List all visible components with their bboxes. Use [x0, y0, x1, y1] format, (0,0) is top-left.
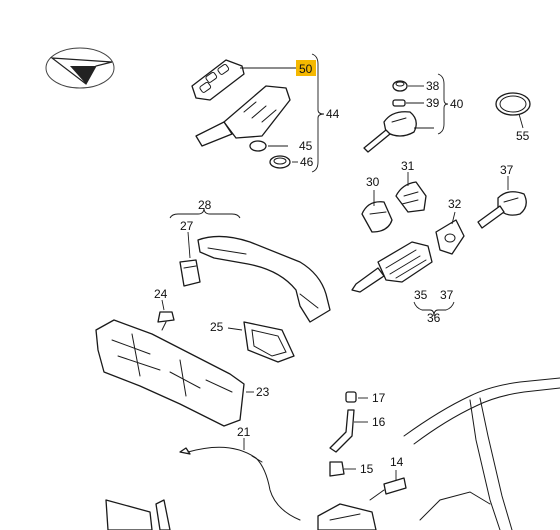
bolt-17[interactable] — [345, 391, 357, 403]
lock-mechanism — [317, 503, 377, 530]
nut-15[interactable] — [329, 461, 345, 477]
gasket-25[interactable] — [243, 321, 295, 363]
cap-27[interactable] — [179, 259, 201, 287]
highlight-50 — [296, 60, 316, 76]
label-36[interactable]: 36 — [427, 311, 441, 325]
label-37-key[interactable]: 37 — [500, 163, 514, 177]
compass-logo — [45, 47, 115, 89]
rod-16[interactable] — [329, 409, 355, 453]
label-40[interactable]: 40 — [450, 97, 464, 111]
battery-46[interactable] — [269, 155, 291, 169]
label-14[interactable]: 14 — [390, 455, 404, 469]
label-21[interactable]: 21 — [237, 425, 251, 439]
part-32[interactable] — [435, 219, 465, 255]
part-30[interactable] — [361, 201, 393, 233]
label-32[interactable]: 32 — [448, 197, 462, 211]
part-31[interactable] — [395, 181, 427, 213]
door-frame — [403, 377, 560, 530]
label-16[interactable]: 16 — [372, 415, 386, 429]
label-23[interactable]: 23 — [256, 385, 270, 399]
label-25[interactable]: 25 — [210, 320, 224, 334]
label-37-cylinder[interactable]: 37 — [440, 288, 454, 302]
label-28[interactable]: 28 — [198, 198, 212, 212]
lock-cylinder-36[interactable] — [351, 241, 433, 293]
label-38[interactable]: 38 — [426, 79, 440, 93]
part-14[interactable] — [369, 477, 407, 501]
label-31[interactable]: 31 — [401, 159, 415, 173]
label-15[interactable]: 15 — [360, 462, 374, 476]
label-39[interactable]: 39 — [426, 96, 440, 110]
screw-24[interactable] — [157, 311, 175, 331]
label-50[interactable]: 50 — [299, 62, 313, 76]
label-44[interactable]: 44 — [326, 107, 340, 121]
label-46[interactable]: 46 — [300, 155, 314, 169]
key-37[interactable] — [477, 191, 527, 229]
cable-21[interactable] — [179, 446, 301, 521]
key-fob-assembly[interactable] — [191, 59, 291, 147]
key-40[interactable] — [363, 111, 417, 153]
battery-45[interactable] — [249, 140, 267, 152]
bracket-bottom-left — [105, 499, 171, 530]
part-39[interactable] — [392, 99, 406, 107]
label-45[interactable]: 45 — [299, 139, 313, 153]
carrier-23[interactable] — [95, 319, 245, 427]
door-handle-28[interactable] — [197, 235, 331, 323]
label-17[interactable]: 17 — [372, 391, 386, 405]
label-55[interactable]: 55 — [516, 129, 530, 143]
seal-ring-55[interactable] — [495, 92, 531, 116]
part-38[interactable] — [392, 80, 408, 92]
label-30[interactable]: 30 — [366, 175, 380, 189]
label-24[interactable]: 24 — [154, 287, 168, 301]
label-35[interactable]: 35 — [414, 288, 428, 302]
label-27[interactable]: 27 — [180, 219, 194, 233]
